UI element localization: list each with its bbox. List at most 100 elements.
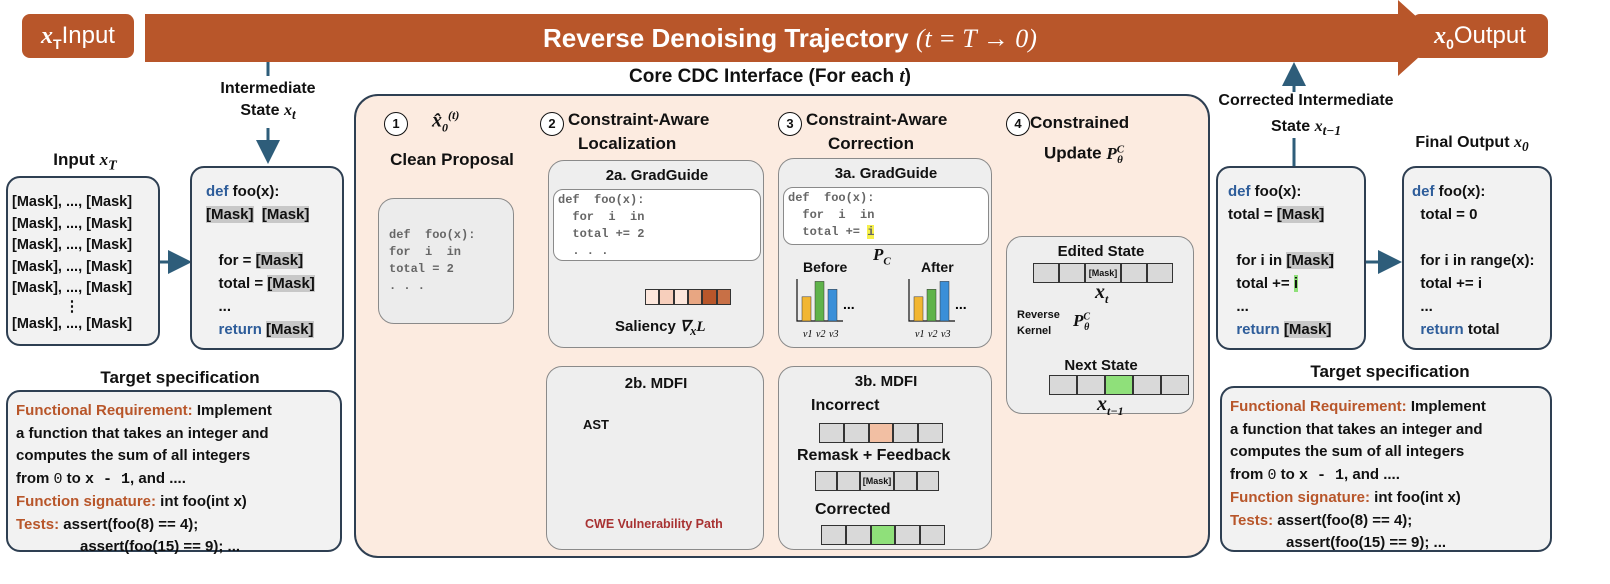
mask-line: [Mask], ..., [Mask] [12,280,133,296]
token-cell [1059,263,1086,283]
v-label: v2 [928,329,937,340]
token-cell [645,289,660,305]
corrected-label: Corrected [815,501,891,518]
v-label: v3 [941,329,950,340]
v-label: v1 [915,329,924,340]
pc-label: PC [873,245,891,268]
token-cell [1120,263,1147,283]
token-cell [893,423,919,443]
token-cell [837,471,860,491]
corrected-cells [821,525,945,545]
token-cell [673,289,688,305]
prob-bar [926,289,937,322]
proposal-box: def foo(x): for i in total = 2 . . . [378,198,514,324]
after-label: After [921,259,954,275]
bar-axis [908,279,955,322]
token-cell [1077,375,1105,395]
ellipsis: ... [955,296,967,312]
proposal-code: def foo(x): for i in total = 2 . . . [389,228,476,293]
intermediate-state-label: Intermediate State xt [220,80,316,123]
input-mask-box: [Mask], ..., [Mask] [Mask], ..., [Mask] [M… [6,176,160,346]
intermediate-code: def foo(x): [Mask] [Mask] for = [Mask] t… [206,183,315,338]
corrected-state-box: def foo(x): total = [Mask] for i in [Mas… [1216,166,1366,350]
mask-line: [Mask], ..., [Mask] [12,215,133,232]
remask-label: Remask + Feedback [797,447,951,464]
token-cell [870,525,896,545]
next-state-label: Next State [1064,357,1138,374]
saliency-label: Saliency ∇xL [615,318,706,338]
token-cell [1105,375,1133,395]
final-output-title: Final Output x0 [1415,134,1529,155]
final-code: def foo(x): total = 0 for i in range(x):… [1412,183,1535,338]
edited-state-label: Edited State [1057,243,1145,260]
mdfi-2b-box: 2b. MDFI AST CWE Vulnerability Path [546,366,764,550]
token-cell [1033,263,1060,283]
token-cell [918,423,943,443]
token-cell [702,289,717,305]
gradguide-3a-code-box: def foo(x): for i in total += i [783,187,989,245]
spec-box-right: Functional Requirement: Implement a func… [1220,386,1552,552]
corrected-state-label: Corrected Intermediate State xt−1 [1218,92,1394,139]
spec-title-left: Target specification [100,368,260,387]
token-cell [821,525,846,545]
incorrect-label: Incorrect [811,397,880,414]
mdfi-3b-box: 3b. MDFI Incorrect Remask + Feedback [Ma… [778,366,992,550]
v-label: v2 [816,329,825,340]
v-label: v3 [829,329,838,340]
token-cell [1146,263,1174,283]
final-output-box: def foo(x): total = 0 for i in range(x):… [1402,166,1552,350]
step3-number: 3 [778,112,802,136]
v-label: v1 [803,329,812,340]
corrected-code: def foo(x): total = [Mask] for i in [Mas… [1228,183,1334,338]
token-cell [819,423,844,443]
gradguide-2a-box: 2a. GradGuide def foo(x): for i in total… [548,160,764,348]
token-cell [1133,375,1161,395]
step2-label: Constraint-Aware Localization [568,110,710,153]
update-box: Edited State [Mask] xt Reverse Kernel PC… [1006,236,1194,418]
step3-label: Constraint-Aware Correction [806,110,948,153]
token-cell [815,471,838,491]
prob-bar [801,296,812,322]
token-cell [916,471,940,491]
token-cell [716,289,731,305]
xt1-label: xt−1 [1097,393,1124,418]
gradguide-2a-code-box: def foo(x): for i in total += 2 . . . [553,189,761,261]
remask-cells: [Mask] [815,471,940,491]
token-cell [659,289,674,305]
mask-line: [Mask], ..., [Mask] [12,194,133,210]
cwe-label: CWE Vulnerability Path [585,517,723,531]
spec-text-left: Functional Requirement: Implement a func… [16,402,272,555]
intermediate-state-box: def foo(x): [Mask] [Mask] for = [Mask] t… [190,166,344,350]
before-label: Before [803,259,848,275]
token-cell [920,525,945,545]
x0-hat-label: x̂0(t) [432,108,460,135]
mask-line: ⋮ [64,298,80,315]
token-cell: [Mask] [859,471,895,491]
next-state-cells [1049,375,1189,395]
xt-label: xt [1095,281,1109,306]
token-cell [1161,375,1189,395]
token-cell [687,289,703,305]
token-cell [894,471,917,491]
token-cell [868,423,894,443]
prob-bar [827,289,838,322]
spec-text-right: Functional Requirement: Implement a func… [1230,398,1486,551]
prob-bar [814,281,825,322]
ellipsis: ... [843,296,855,312]
token-cell [843,423,869,443]
output-badge: x0Output [1412,14,1548,58]
step1-number: 1 [384,112,408,136]
incorrect-cells [819,423,943,443]
mdfi-3b-title: 3b. MDFI [854,373,918,390]
bar-charts: v1 v2 v3... v1 v2 v3... [796,279,967,340]
trajectory-title: Reverse Denoising Trajectory (t = T → 0) [543,23,1037,53]
step2-number: 2 [540,112,564,136]
input-title: Input xT [53,150,117,174]
token-cell [1049,375,1077,395]
input-badge: xTInput [22,14,134,58]
step4-number: 4 [1006,112,1030,136]
mask-line: [Mask], ..., [Mask] [12,237,133,253]
spec-title-right: Target specification [1310,362,1470,381]
gradguide-3a-box: 3a. GradGuide def foo(x): for i in total… [778,158,992,348]
spec-box-left: Functional Requirement: Implement a func… [6,390,342,555]
